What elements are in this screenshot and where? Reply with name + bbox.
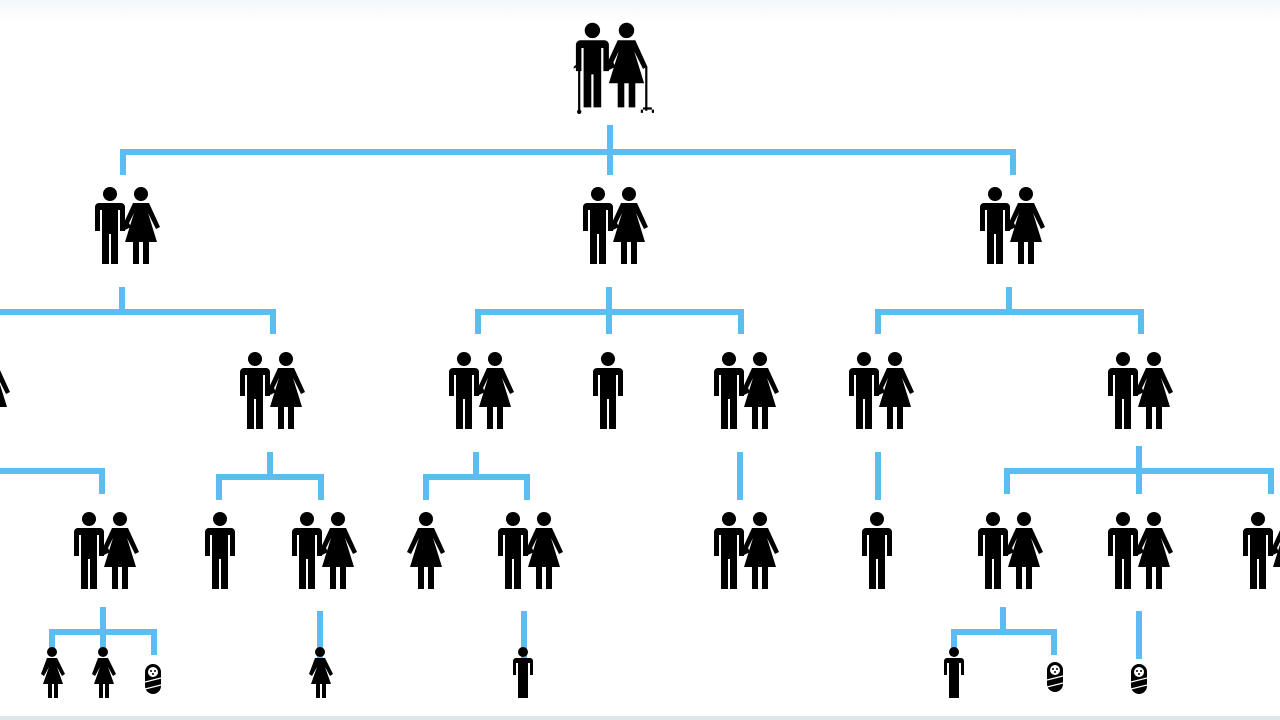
connector xyxy=(951,607,1057,655)
couple-icon xyxy=(449,352,514,429)
couple-icon xyxy=(240,352,305,429)
connector xyxy=(120,125,1016,175)
elderly-couple-icon xyxy=(574,23,654,114)
woman-icon xyxy=(407,512,445,589)
connector xyxy=(423,452,530,500)
connector xyxy=(0,287,276,334)
bottom-border xyxy=(0,716,1280,720)
couple-icon xyxy=(292,512,357,589)
couple-icon xyxy=(849,352,914,429)
couple-icon xyxy=(498,512,563,589)
man-icon xyxy=(205,512,235,589)
couple-partial-icon xyxy=(0,352,10,429)
couple-icon xyxy=(980,187,1045,264)
connector xyxy=(1004,446,1274,494)
girl-icon xyxy=(92,647,116,698)
girl-icon xyxy=(41,647,65,698)
man-icon xyxy=(862,512,892,589)
boy-icon xyxy=(944,647,964,698)
top-fade xyxy=(0,0,1280,22)
baby-icon xyxy=(1130,663,1148,695)
couple-icon xyxy=(714,352,779,429)
couple-icon xyxy=(74,512,139,589)
baby-icon xyxy=(1046,661,1064,693)
couple-icon xyxy=(583,187,648,264)
couple-icon xyxy=(1108,512,1173,589)
connector xyxy=(0,468,105,494)
couple-icon xyxy=(1243,512,1280,589)
couple-icon xyxy=(95,187,160,264)
couple-icon xyxy=(1108,352,1173,429)
connector-lines xyxy=(0,125,1274,659)
baby-icon xyxy=(144,663,162,695)
man-icon xyxy=(593,352,623,429)
couple-icon xyxy=(714,512,779,589)
boy-icon xyxy=(513,647,533,698)
connector xyxy=(875,287,1144,334)
girl-icon xyxy=(309,647,333,698)
connector xyxy=(216,452,324,500)
figures xyxy=(0,23,1280,698)
couple-icon xyxy=(978,512,1043,589)
connector xyxy=(475,287,744,334)
